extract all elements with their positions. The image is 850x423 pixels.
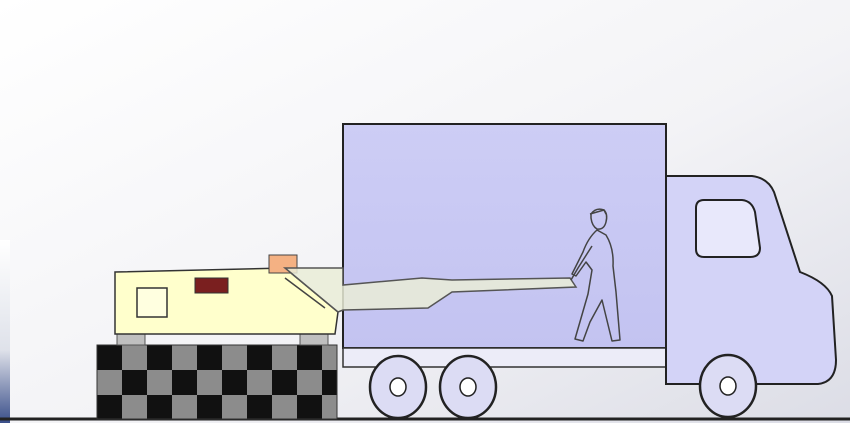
- worker-arm: [570, 245, 593, 281]
- truck: [342, 123, 838, 420]
- front-wheel: [698, 353, 758, 419]
- worker-head: [590, 208, 608, 230]
- loader-arm: [282, 267, 578, 313]
- rear-wheel-2: [438, 354, 498, 420]
- worker-body: [571, 229, 621, 342]
- loader-foot-right: [299, 332, 329, 346]
- truck-cargo-box: [342, 123, 667, 349]
- worker-cap: [589, 209, 607, 215]
- loader-foot-left: [116, 332, 146, 346]
- loader-display: [194, 277, 229, 294]
- cab-window: [695, 199, 762, 258]
- loader-machine: [114, 254, 578, 335]
- rear-wheel-1: [368, 354, 428, 420]
- loader-arm-edge: [284, 277, 326, 309]
- checkered-platform: [96, 344, 338, 420]
- loader-body: [114, 267, 339, 335]
- worker-figure: [570, 208, 621, 342]
- left-edge-strip: [0, 240, 10, 423]
- loader-hatch: [136, 287, 168, 318]
